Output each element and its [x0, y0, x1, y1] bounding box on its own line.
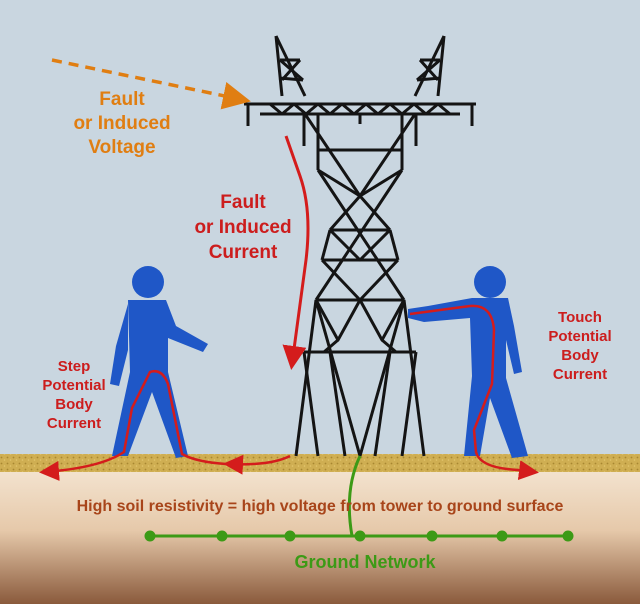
fault-current-arrow: [282, 135, 310, 370]
fault-current-line: Fault: [220, 192, 266, 213]
transmission-tower-icon: [244, 35, 476, 457]
step-potential-line: Step: [57, 358, 91, 375]
fault-current-label: Fault or Induced Current: [178, 190, 308, 265]
fault-current-line: or Induced: [194, 217, 292, 238]
fault-voltage-line: or Induced: [73, 113, 171, 134]
ground-rod: [347, 455, 362, 537]
ground-network-line: [144, 530, 574, 542]
soil-resistivity-note: High soil resistivity = high voltage fro…: [76, 498, 564, 515]
step-potential-line: Current: [46, 415, 102, 432]
touch-potential-line: Potential: [548, 328, 612, 345]
step-current-path: [39, 370, 291, 481]
person-walking-icon: [110, 266, 208, 458]
touch-potential-line: Current: [552, 366, 608, 383]
fault-voltage-line: Fault: [99, 89, 145, 110]
step-potential-label: Step Potential Body Current: [26, 357, 122, 433]
person-touching-tower-icon: [408, 266, 528, 458]
step-potential-line: Potential: [42, 377, 106, 394]
touch-potential-label: Touch Potential Body Current: [532, 308, 628, 384]
step-potential-line: Body: [55, 396, 93, 413]
touch-current-path: [409, 304, 539, 481]
ground-network-label: Ground Network: [294, 552, 436, 572]
touch-potential-line: Touch: [558, 309, 602, 326]
touch-potential-line: Body: [561, 347, 599, 364]
fault-current-line: Current: [208, 242, 278, 263]
fault-voltage-label: Fault or Induced Voltage: [62, 88, 182, 160]
fault-voltage-line: Voltage: [88, 137, 156, 158]
